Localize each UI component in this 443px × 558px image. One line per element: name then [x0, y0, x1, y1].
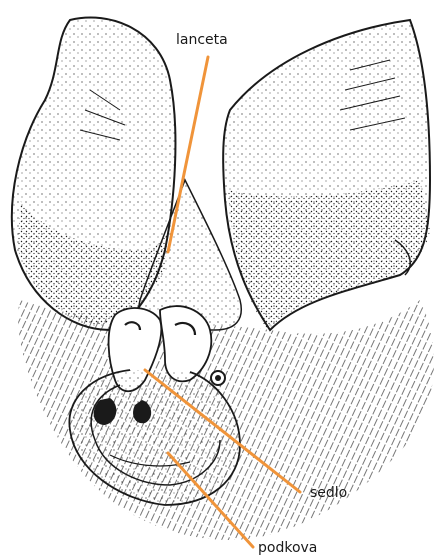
label-podkova: podkova [258, 541, 317, 555]
label-lanceta: lanceta [176, 33, 228, 47]
right-ear [223, 20, 430, 330]
label-sedlo: sedlo [310, 486, 347, 500]
